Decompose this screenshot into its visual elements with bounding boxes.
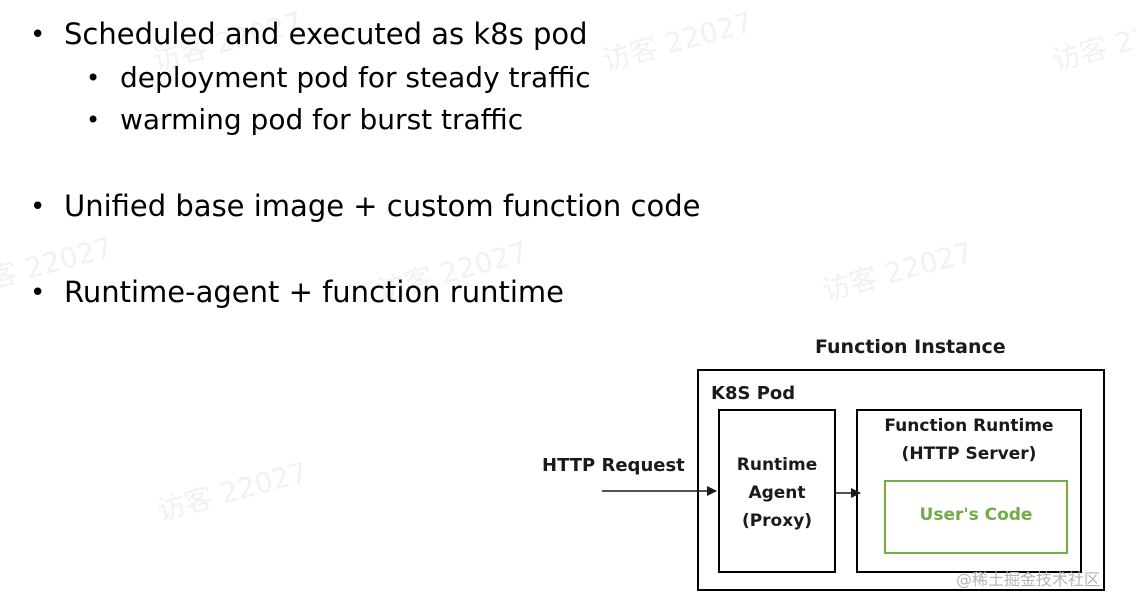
function-runtime-label: Function Runtime (HTTP Server) [856, 412, 1082, 468]
bullet-dot: • [86, 64, 101, 92]
function-instance-title: Function Instance [815, 336, 1006, 358]
user-code-label: User's Code [919, 505, 1033, 525]
bullet-text: warming pod for burst traffic [120, 103, 524, 136]
function-runtime-line: Function Runtime [884, 416, 1054, 436]
bullet-dot: • [30, 192, 46, 222]
bullet-text: deployment pod for steady traffic [120, 61, 591, 94]
user-code-box [884, 480, 1068, 554]
bullet-text: Scheduled and executed as k8s pod [64, 17, 588, 51]
source-credit: @稀土掘金技术社区 [956, 570, 1101, 589]
runtime-agent-line: Agent [748, 483, 806, 503]
bullet-dot: • [30, 20, 46, 50]
bullet-text: Runtime-agent + function runtime [64, 275, 564, 309]
bullet-text: Unified base image + custom function cod… [64, 189, 701, 223]
runtime-agent-line: (Proxy) [741, 511, 813, 531]
k8s-pod-title: K8S Pod [711, 383, 796, 404]
runtime-agent-label: Runtime Agent (Proxy) [718, 451, 836, 535]
function-runtime-line: (HTTP Server) [901, 444, 1037, 464]
bullet-dot: • [86, 106, 101, 134]
bullet-dot: • [30, 278, 46, 308]
http-request-label: HTTP Request [542, 455, 685, 476]
runtime-agent-line: Runtime [736, 455, 818, 475]
function-instance-box [697, 369, 1105, 591]
runtime-agent-box [718, 409, 836, 573]
